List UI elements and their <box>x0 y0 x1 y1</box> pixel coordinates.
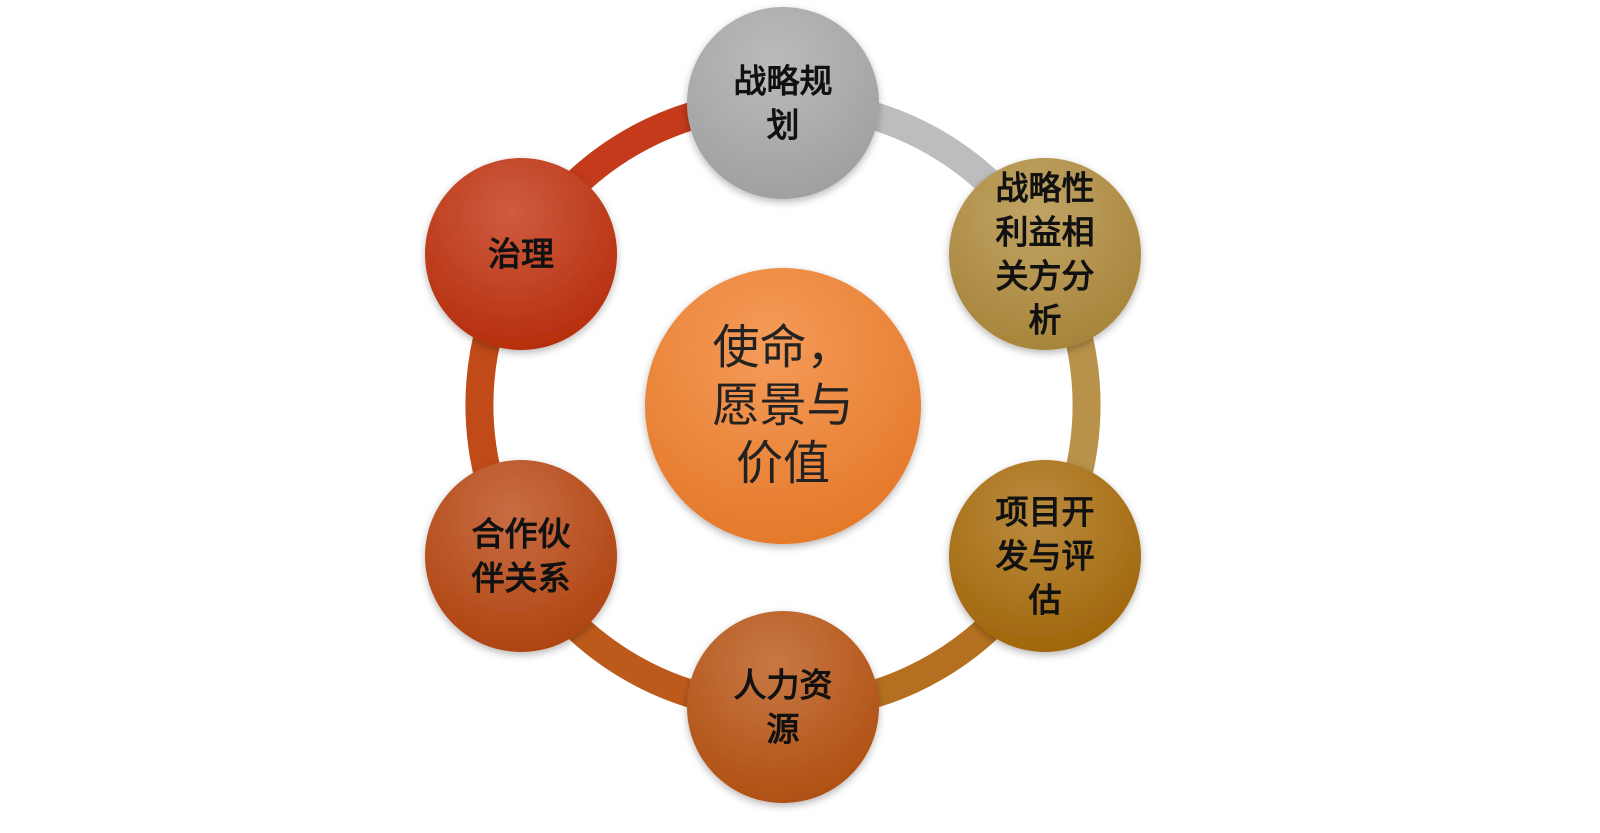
center-label-line: 使命， <box>713 321 854 376</box>
node-label-line: 伴关系 <box>471 559 571 598</box>
node-circle <box>949 158 1141 350</box>
node-circle <box>687 7 879 199</box>
node-circle <box>425 460 617 652</box>
node-governance: 治理 <box>425 158 617 350</box>
node-label-line: 发与评 <box>996 537 1095 576</box>
node-label-line: 项目开 <box>996 493 1095 532</box>
node-label-line: 治理 <box>488 235 554 274</box>
node-label-line: 关方分 <box>996 257 1095 296</box>
node-label-line: 源 <box>767 710 800 749</box>
center-label-line: 愿景与 <box>713 379 854 434</box>
node-label-line: 人力资 <box>734 666 833 705</box>
node-label-line: 利益相 <box>996 213 1095 252</box>
node-label-line: 战略性 <box>996 169 1095 208</box>
center-circle-shape <box>645 268 921 544</box>
node-circle <box>687 611 879 803</box>
center-label-line: 价值 <box>736 437 830 492</box>
node-label-line: 战略规 <box>734 62 833 101</box>
node-label-line: 划 <box>767 106 800 145</box>
node-label-line: 析 <box>1029 301 1062 340</box>
node-label-line: 合作伙 <box>472 515 571 554</box>
node-circle <box>949 460 1141 652</box>
node-label-line: 估 <box>1028 581 1062 620</box>
node-circle <box>425 158 617 350</box>
